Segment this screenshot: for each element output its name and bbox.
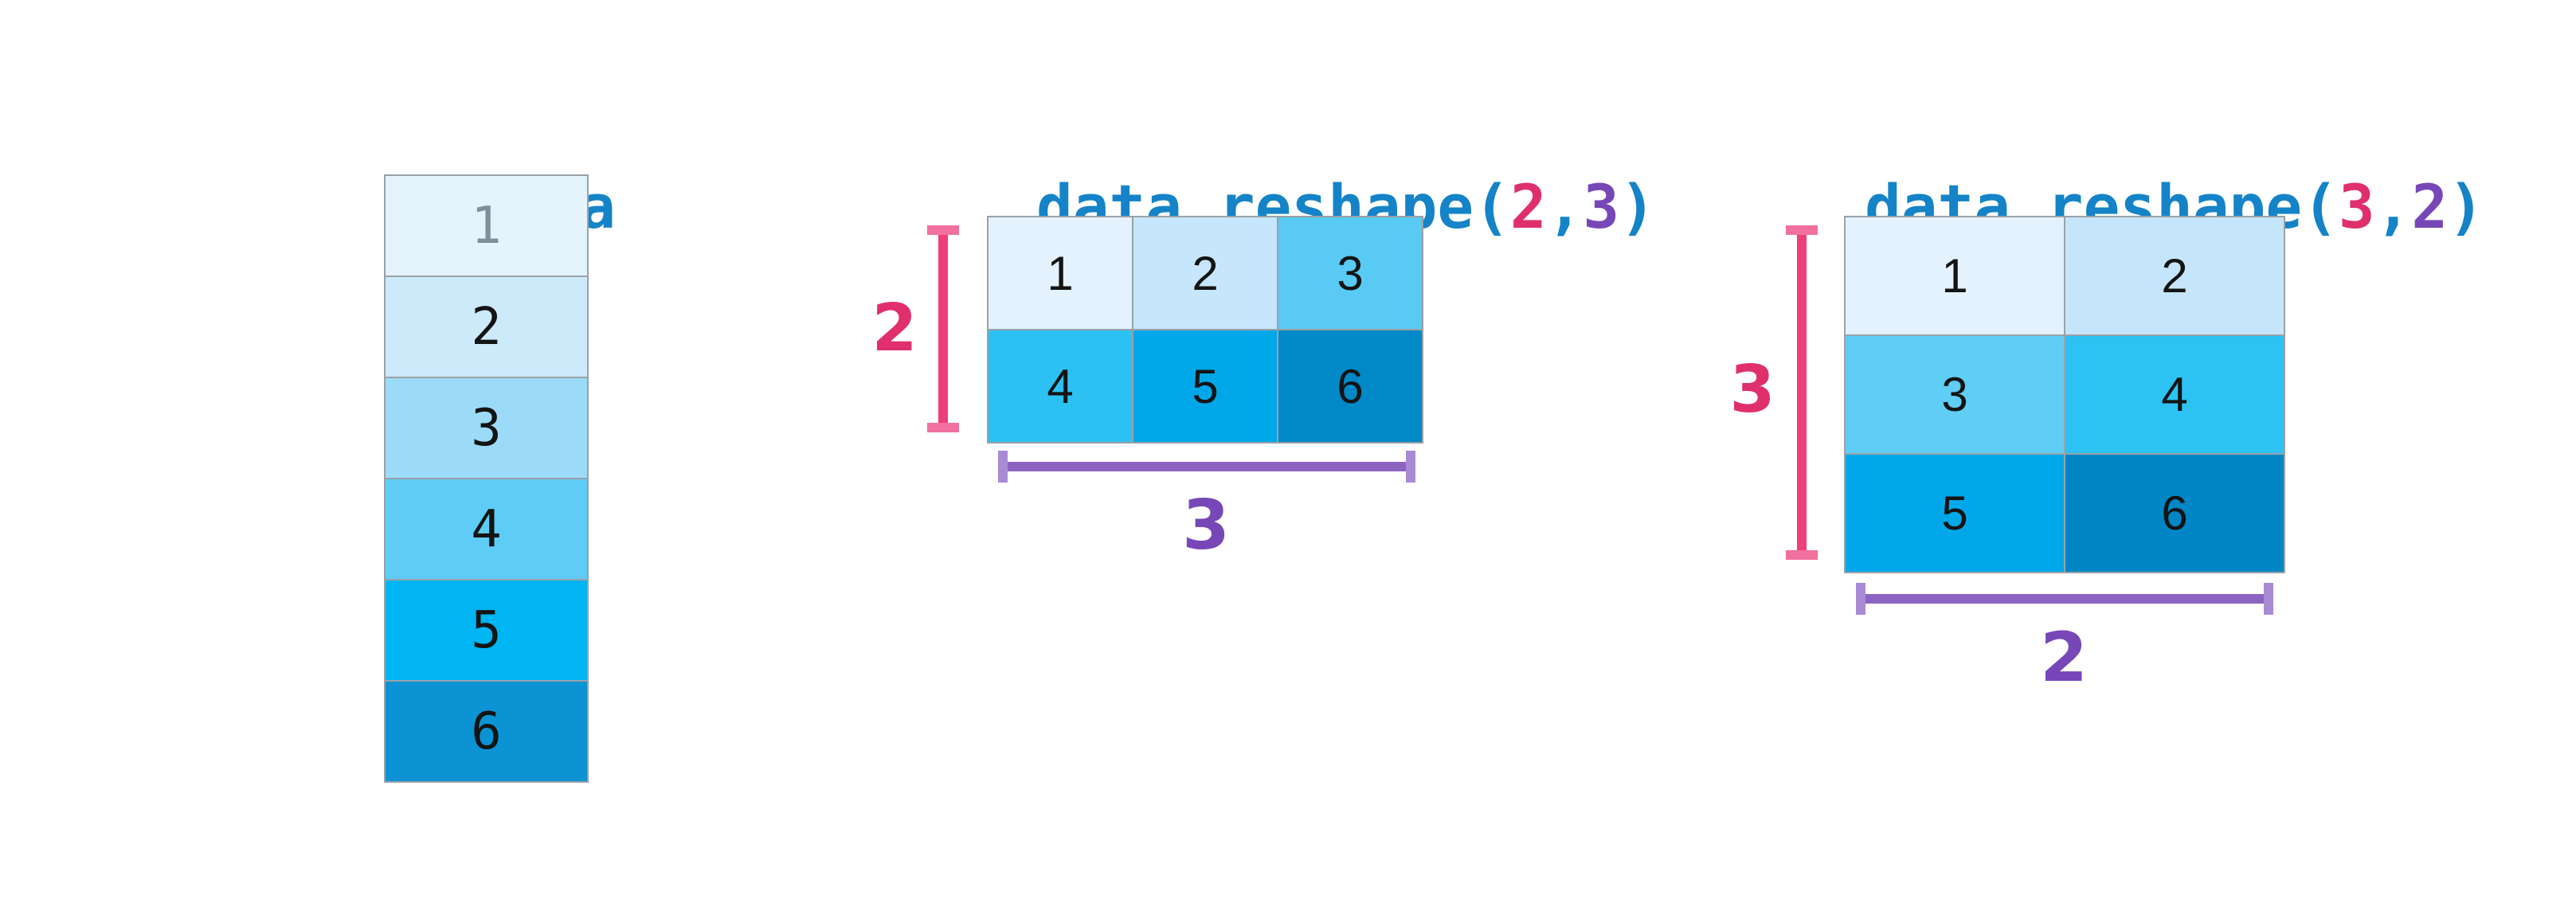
reshape-3-2-cell-1-value: 1 [1941,249,1968,303]
reshape-3-2-cell-6-value: 6 [2161,487,2188,540]
reshape-3-2-cols-arg: 2 [2411,171,2449,242]
reshape-3-2-cell-2: 2 [2065,217,2284,334]
bracket-cap-left [1856,583,1865,615]
bracket-cap-top [927,225,959,235]
reshape-2-3-rows-label: 2 [871,291,918,366]
bracket-cap-bottom [927,423,959,432]
reshape-2-3-cell-4-value: 4 [1047,359,1074,413]
bracket-cap-right [2264,583,2273,615]
reshape-3-2-title-suffix: ) [2448,171,2484,242]
reshape-3-2-grid: 1 2 3 4 5 6 [1844,216,2285,573]
reshape-2-3-cell-5-value: 5 [1192,359,1219,413]
data-cell-6-value: 6 [471,702,502,761]
bracket-stem [938,235,948,423]
reshape-3-2-title: data.reshape(3,2) [1719,97,2484,242]
reshape-3-2-cell-2-value: 2 [2161,249,2188,303]
reshape-2-3-cols-arg: 3 [1583,171,1620,242]
reshape-3-2-comma: , [2374,171,2412,242]
reshape-3-2-cell-1: 1 [1846,217,2064,334]
data-cell-5-value: 5 [471,600,502,660]
reshape-3-2-rows-label: 3 [1729,352,1775,428]
reshape-2-3-rows-bracket [927,225,959,432]
bracket-cap-bottom [1786,550,1818,560]
reshape-2-3-cell-1: 1 [989,217,1132,329]
reshape-3-2-cell-5: 5 [1846,455,2064,572]
reshape-2-3-cell-2: 2 [1133,217,1277,329]
reshape-3-2-cell-3: 3 [1846,336,2064,453]
data-array-title: data [311,97,629,242]
reshape-3-2-cell-6: 6 [2065,455,2284,572]
reshape-3-2-rows-arg: 3 [2338,171,2375,242]
reshape-3-2-cell-4-value: 4 [2161,368,2188,421]
data-cell-3: 3 [386,378,587,478]
reshape-2-3-cell-4: 4 [989,330,1132,442]
data-cell-1-value: 1 [471,196,502,256]
bracket-cap-left [998,451,1008,483]
reshape-3-2-cell-4: 4 [2065,336,2284,453]
reshape-2-3-cell-5: 5 [1133,330,1277,442]
reshape-2-3-cell-6-value: 6 [1337,359,1364,413]
data-cell-5: 5 [386,580,587,680]
reshape-2-3-title-suffix: ) [1619,171,1656,242]
data-cell-6: 6 [386,682,587,781]
data-cell-2: 2 [386,277,587,377]
reshape-2-3-cols-label: 3 [1182,486,1230,565]
reshape-2-3-cell-3-value: 3 [1337,246,1364,300]
data-cell-4: 4 [386,479,587,579]
data-cell-3-value: 3 [471,398,502,458]
data-cell-4-value: 4 [471,499,502,559]
reshape-3-2-cell-3-value: 3 [1941,368,1968,421]
reshape-3-2-cols-bracket [1856,583,2273,615]
reshape-2-3-cell-1-value: 1 [1047,246,1074,300]
reshape-3-2-cell-5-value: 5 [1941,487,1968,540]
bracket-cap-top [1786,225,1818,235]
data-array-grid: 1 2 3 4 5 6 [384,174,589,783]
reshape-2-3-comma: , [1546,171,1584,242]
bracket-stem [1797,235,1807,550]
reshape-2-3-cell-3: 3 [1278,217,1422,329]
reshape-3-2-rows-bracket [1786,225,1818,560]
data-cell-2-value: 2 [471,297,502,357]
reshape-3-2-cols-label: 2 [2040,618,2088,698]
reshape-2-3-grid: 1 2 3 4 5 6 [987,216,1423,444]
reshape-2-3-cols-bracket [998,451,1415,483]
reshape-2-3-rows-arg: 2 [1509,171,1547,242]
bracket-stem [1008,462,1406,471]
bracket-cap-right [1406,451,1415,483]
data-cell-1: 1 [386,176,587,276]
bracket-stem [1865,594,2264,604]
reshape-2-3-cell-6: 6 [1278,330,1422,442]
reshape-2-3-cell-2-value: 2 [1192,246,1219,300]
reshape-2-3-title: data.reshape(2,3) [891,97,1656,242]
